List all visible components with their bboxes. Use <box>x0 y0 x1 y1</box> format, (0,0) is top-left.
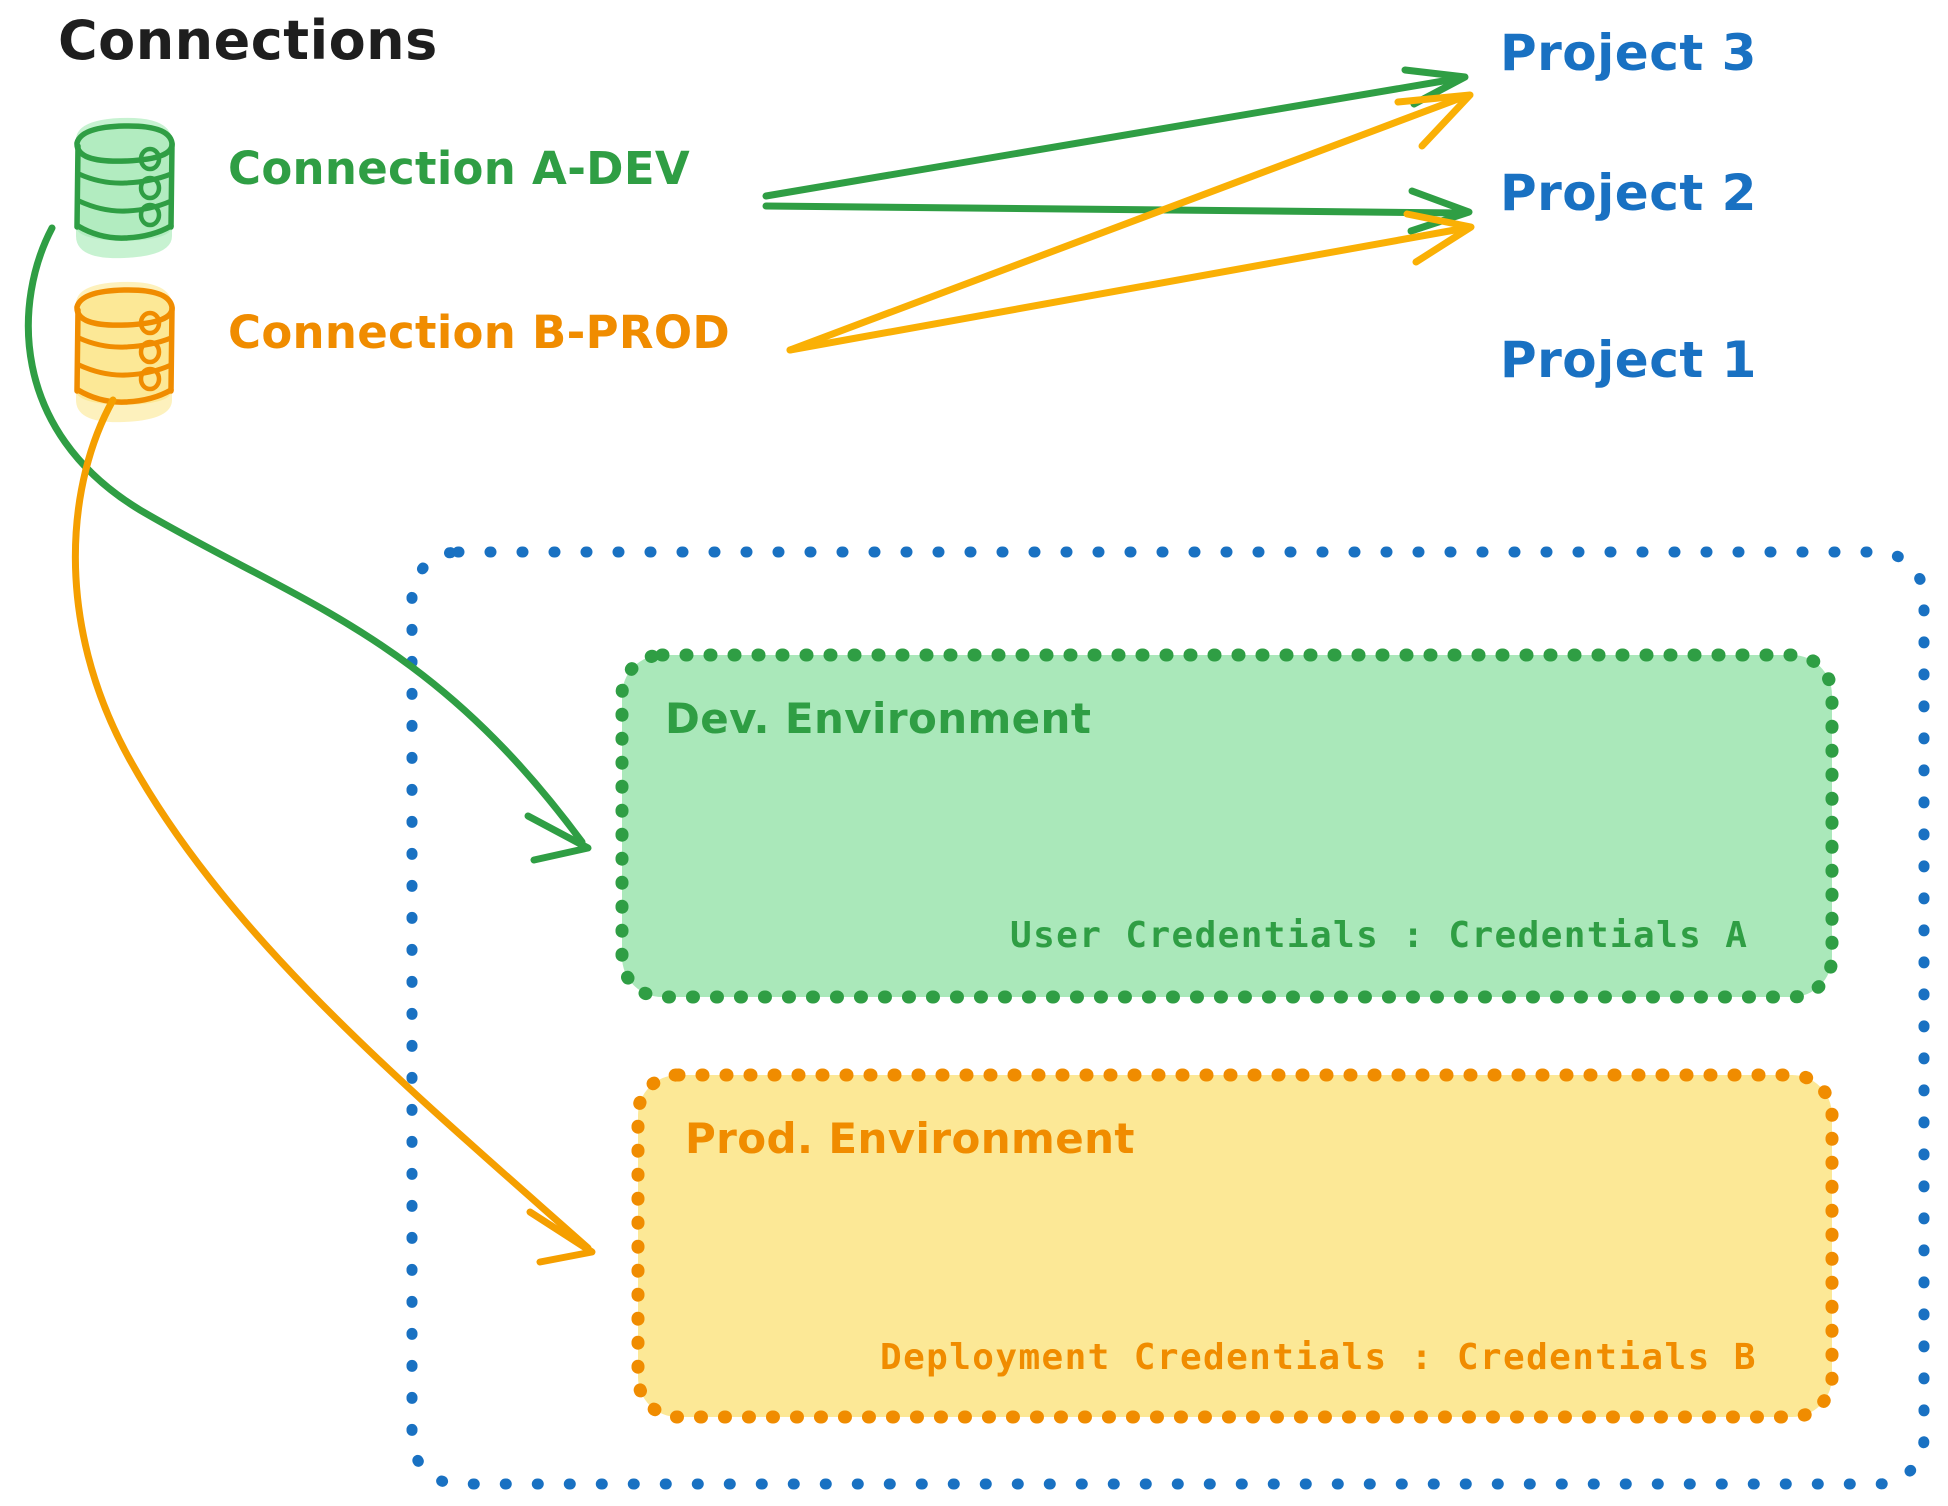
prod-environment-box[interactable] <box>631 1068 1839 1424</box>
project-1-container <box>406 546 1930 1490</box>
prod-environment-title: Prod. Environment <box>685 1114 1135 1163</box>
edge-a-dev-to-dev-environment <box>24 224 592 864</box>
dev-environment-credentials: User Credentials : Credentials A <box>1010 915 1749 956</box>
database-icon-green <box>74 117 175 259</box>
edge-a-dev-to-project-3 <box>762 66 1469 200</box>
edge-b-prod-to-project-2 <box>786 210 1475 354</box>
project-label-1[interactable]: Project 1 <box>1500 331 1757 389</box>
connection-label-b-prod[interactable]: Connection B-PROD <box>228 306 731 359</box>
edge-a-dev-to-project-2 <box>762 187 1473 235</box>
edge-b-prod-to-prod-environment <box>71 396 596 1266</box>
project-label-3[interactable]: Project 3 <box>1500 24 1757 82</box>
page-title: Connections <box>58 9 438 72</box>
edge-b-prod-to-project-3 <box>786 91 1474 354</box>
connection-label-a-dev[interactable]: Connection A-DEV <box>228 142 690 195</box>
prod-environment-credentials: Deployment Credentials : Credentials B <box>880 1337 1757 1378</box>
project-label-2[interactable]: Project 2 <box>1500 164 1757 222</box>
database-icon-orange <box>74 281 175 423</box>
dev-environment-box[interactable] <box>615 648 1839 1004</box>
dev-environment-title: Dev. Environment <box>665 694 1092 743</box>
